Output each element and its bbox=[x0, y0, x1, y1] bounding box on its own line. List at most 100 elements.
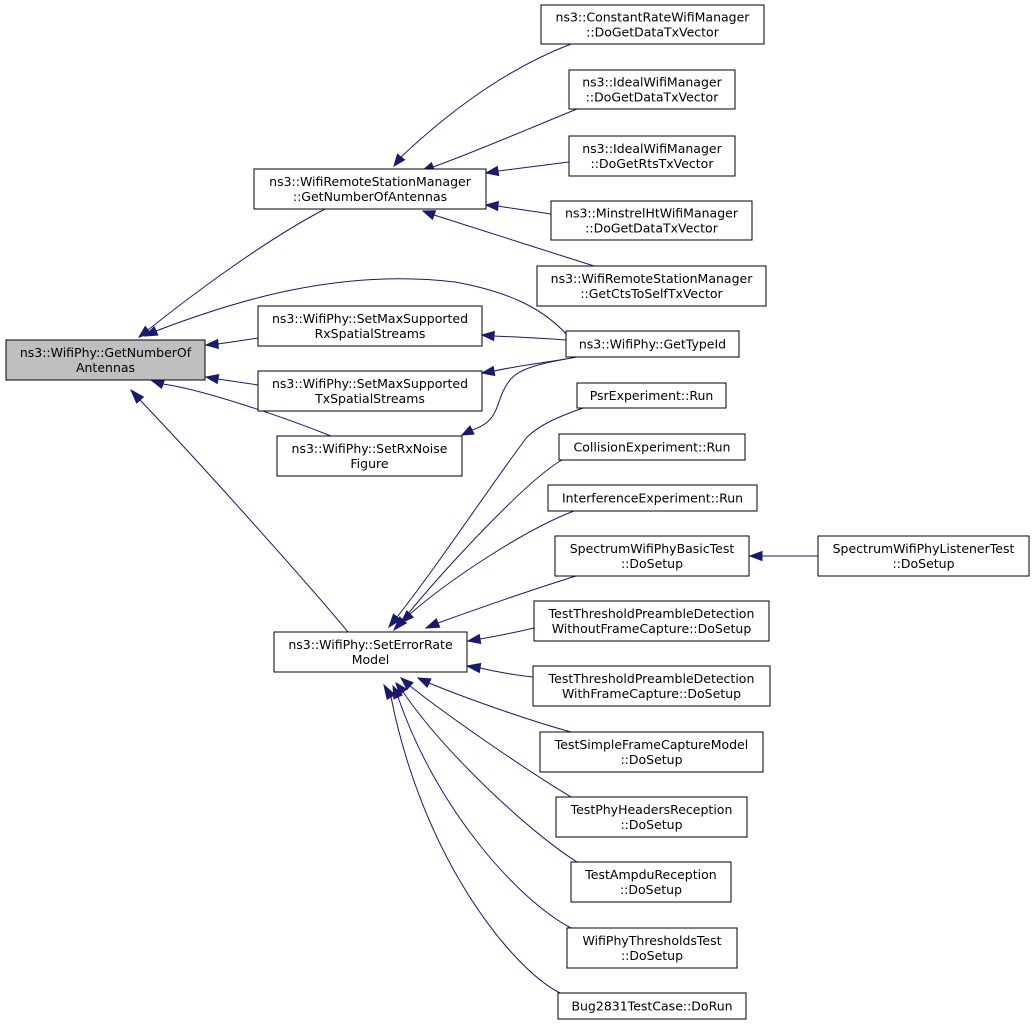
node-label-line: ns3::ConstantRateWifiManager bbox=[556, 10, 751, 25]
arrowhead-icon bbox=[465, 662, 482, 674]
node-mhwm[interactable]: ns3::MinstrelHtWifiManager::DoGetDataTxV… bbox=[550, 200, 753, 241]
node-label-line: ::GetCtsToSelfTxVector bbox=[580, 286, 723, 301]
node-wptt[interactable]: WifiPhyThresholdsTest::DoSetup bbox=[566, 927, 738, 969]
edge-line bbox=[402, 459, 563, 621]
node-label-line: CollisionExperiment::Run bbox=[574, 440, 731, 455]
node-collision[interactable]: CollisionExperiment::Run bbox=[558, 433, 746, 461]
edge-typeid-to-noise bbox=[460, 356, 578, 436]
edge-ttpd_w-to-errmodel bbox=[465, 662, 534, 678]
node-box bbox=[539, 731, 764, 773]
arrowhead-icon bbox=[399, 677, 414, 691]
edge-tphr-to-errmodel bbox=[399, 677, 572, 798]
edge-crwm-to-rsm_getnum bbox=[393, 43, 572, 168]
node-box bbox=[257, 305, 483, 347]
node-rsm_cts[interactable]: ns3::WifiRemoteStationManager::GetCtsToS… bbox=[536, 265, 767, 307]
node-box bbox=[557, 992, 747, 1020]
node-label-line: SpectrumWifiPhyBasicTest bbox=[570, 541, 735, 556]
node-box bbox=[547, 484, 758, 512]
node-rx_streams[interactable]: ns3::WifiPhy::SetMaxSupportedRxSpatialSt… bbox=[257, 305, 483, 347]
edge-line bbox=[390, 696, 561, 994]
node-swplt[interactable]: SpectrumWifiPhyListenerTest::DoSetup bbox=[817, 535, 1030, 577]
edge-bug2831-to-errmodel bbox=[383, 683, 561, 994]
edge-line bbox=[139, 399, 349, 633]
edge-errmodel-to-root bbox=[129, 388, 349, 633]
node-crwm[interactable]: ns3::ConstantRateWifiManager::DoGetDataT… bbox=[540, 4, 765, 45]
edge-rx_streams-to-root bbox=[204, 337, 259, 350]
edge-line bbox=[479, 667, 534, 678]
arrowhead-icon bbox=[204, 373, 220, 385]
edge-line bbox=[402, 691, 578, 863]
node-label-line: ns3::WifiPhy::SetErrorRate bbox=[288, 637, 453, 652]
node-iwm_data[interactable]: ns3::IdealWifiManager::DoGetDataTxVector bbox=[568, 69, 736, 110]
node-interference[interactable]: InterferenceExperiment::Run bbox=[547, 484, 758, 512]
arrowhead-icon bbox=[480, 330, 495, 342]
node-box bbox=[533, 600, 770, 642]
edge-line bbox=[217, 337, 259, 345]
node-label-line: TestThresholdPreambleDetection bbox=[548, 606, 755, 621]
node-label-line: ::GetNumberOfAntennas bbox=[293, 189, 447, 204]
arrowhead-icon bbox=[480, 365, 496, 377]
node-box bbox=[550, 200, 753, 241]
node-tx_streams[interactable]: ns3::WifiPhy::SetMaxSupportedTxSpatialSt… bbox=[257, 370, 483, 412]
arrowhead-icon bbox=[748, 550, 763, 562]
node-label-line: Bug2831TestCase::DoRun bbox=[571, 999, 732, 1014]
node-label-line: WifiPhyThresholdsTest bbox=[582, 933, 721, 948]
edges-layer bbox=[129, 43, 818, 994]
node-label-line: ns3::WifiRemoteStationManager bbox=[551, 271, 754, 286]
edge-line bbox=[155, 278, 569, 337]
node-label-line: ::DoSetup bbox=[621, 948, 683, 963]
node-iwm_rts[interactable]: ns3::IdealWifiManager::DoGetRtsTxVector bbox=[568, 135, 736, 177]
edge-typeid-to-rx_streams bbox=[480, 330, 567, 342]
node-typeid[interactable]: ns3::WifiPhy::GetTypeId bbox=[565, 330, 740, 358]
node-label-line: TxSpatialStreams bbox=[314, 391, 425, 406]
nodes-layer: ns3::WifiPhy::GetNumberOfAntennasns3::Wi… bbox=[5, 4, 1030, 1020]
node-box bbox=[570, 861, 732, 903]
node-box bbox=[273, 631, 468, 673]
node-box bbox=[554, 535, 750, 577]
edge-noise-to-root bbox=[149, 379, 332, 437]
edge-wptt-to-errmodel bbox=[392, 684, 572, 929]
arrowhead-icon bbox=[484, 200, 499, 212]
edge-line bbox=[479, 627, 535, 640]
node-label-line: ::DoGetDataTxVector bbox=[585, 221, 719, 236]
node-label-line: ns3::WifiPhy::GetNumberOf bbox=[20, 345, 192, 360]
node-label-line: ns3::WifiPhy::SetRxNoise bbox=[292, 441, 448, 456]
node-label-line: ns3::IdealWifiManager bbox=[582, 141, 722, 156]
node-tsfcm[interactable]: TestSimpleFrameCaptureModel::DoSetup bbox=[539, 731, 764, 773]
node-root[interactable]: ns3::WifiPhy::GetNumberOfAntennas bbox=[5, 339, 206, 381]
edge-mhwm-to-rsm_getnum bbox=[484, 200, 552, 215]
node-label-line: ns3::WifiPhy::SetMaxSupported bbox=[272, 311, 468, 326]
node-label-line: ::DoSetup bbox=[621, 556, 683, 571]
node-label-line: TestAmpduReception bbox=[584, 867, 716, 882]
arrowhead-icon bbox=[466, 633, 482, 645]
arrowhead-icon bbox=[460, 425, 475, 436]
node-tampdu[interactable]: TestAmpduReception::DoSetup bbox=[570, 861, 732, 903]
edge-swpbt-to-errmodel bbox=[424, 575, 577, 629]
node-bug2831[interactable]: Bug2831TestCase::DoRun bbox=[557, 992, 747, 1020]
node-swpbt[interactable]: SpectrumWifiPhyBasicTest::DoSetup bbox=[554, 535, 750, 577]
node-label-line: ::DoGetDataTxVector bbox=[586, 90, 720, 105]
node-label-line: Figure bbox=[350, 456, 388, 471]
edge-line bbox=[162, 383, 332, 437]
node-box bbox=[565, 330, 740, 358]
node-ttpd_wo[interactable]: TestThresholdPreambleDetectionWithoutFra… bbox=[533, 600, 770, 642]
edge-tsfcm-to-errmodel bbox=[416, 677, 572, 733]
edge-line bbox=[437, 575, 577, 624]
node-label-line: ::DoSetup bbox=[620, 882, 682, 897]
edge-line bbox=[217, 378, 259, 386]
edge-tx_streams-to-root bbox=[204, 373, 259, 386]
node-psr[interactable]: PsrExperiment::Run bbox=[576, 382, 727, 409]
node-label-line: ns3::WifiPhy::SetMaxSupported bbox=[272, 376, 468, 391]
arrowhead-icon bbox=[416, 677, 432, 688]
node-label-line: Antennas bbox=[76, 360, 135, 375]
node-rsm_getnum[interactable]: ns3::WifiRemoteStationManager::GetNumber… bbox=[253, 168, 487, 210]
arrowhead-icon bbox=[484, 165, 500, 177]
edge-psr-to-errmodel bbox=[388, 407, 584, 629]
node-tphr[interactable]: TestPhyHeadersReception::DoSetup bbox=[555, 796, 748, 838]
node-ttpd_w[interactable]: TestThresholdPreambleDetectionWithFrameC… bbox=[532, 665, 771, 707]
node-label-line: ns3::IdealWifiManager bbox=[582, 75, 722, 90]
node-box bbox=[5, 339, 206, 381]
arrowhead-icon bbox=[424, 618, 441, 629]
